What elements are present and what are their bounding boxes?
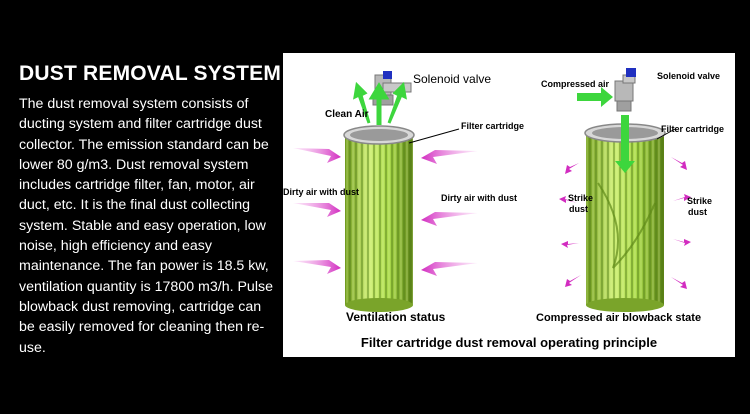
description-text: The dust removal system consists of duct… <box>19 96 273 356</box>
page-title: DUST REMOVAL SYSTEM <box>19 62 282 85</box>
strike-dust-left-label-line1: Strike <box>568 193 593 203</box>
strike-dust-right-label-line2: dust <box>688 207 707 217</box>
right-filter-cartridge <box>584 123 666 312</box>
right-filter-cartridge-label: Filter cartridge <box>661 124 724 134</box>
ventilation-status-caption: Ventilation status <box>346 310 446 324</box>
left-filter-cartridge <box>343 125 415 312</box>
clean-air-arrows <box>353 81 407 125</box>
blowback-down-arrow-icon <box>615 115 635 173</box>
right-solenoid-valve-icon <box>614 68 636 112</box>
right-dirty-air-label: Dirty air with dust <box>441 193 517 203</box>
dirty-air-arrows-right <box>421 150 478 276</box>
right-solenoid-valve-label: Solenoid valve <box>657 71 720 81</box>
operating-principle-diagram: Solenoid valve Clean Air Filter cartridg… <box>283 53 735 357</box>
strike-dust-right-label-line1: Strike <box>687 196 712 206</box>
strike-dust-arrows <box>559 157 691 289</box>
left-filter-cartridge-label: Filter cartridge <box>461 121 524 131</box>
blowback-state-caption: Compressed air blowback state <box>536 312 701 324</box>
compressed-air-arrow-icon <box>577 87 613 107</box>
left-dirty-air-label: Dirty air with dust <box>283 187 359 197</box>
diagram-footer-caption: Filter cartridge dust removal operating … <box>361 335 657 350</box>
left-solenoid-valve-label: Solenoid valve <box>413 72 491 86</box>
ventilation-diagram: Solenoid valve Clean Air Filter cartridg… <box>283 71 524 324</box>
strike-dust-left-label-line2: dust <box>569 204 588 214</box>
compressed-air-label: Compressed air <box>541 79 610 89</box>
dirty-air-arrows-left <box>293 148 341 274</box>
clean-air-label: Clean Air <box>325 109 369 120</box>
blowback-diagram: Compressed air Solenoid valve Filter car… <box>536 68 724 324</box>
